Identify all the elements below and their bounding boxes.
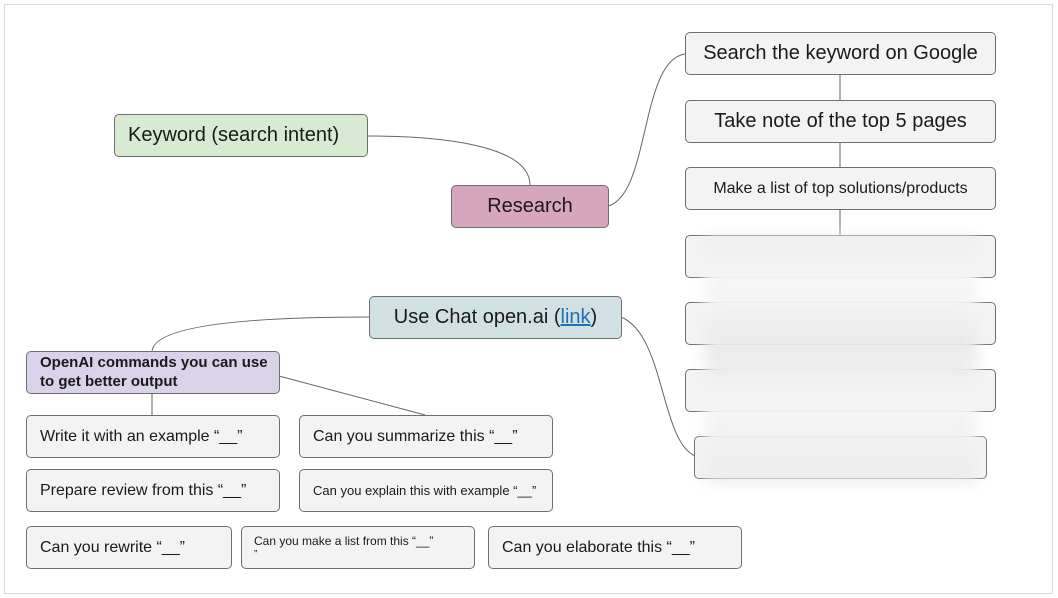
cmd-list-node[interactable]: Can you make a list from this “__” ” [241,526,475,569]
research-node[interactable]: Research [451,185,609,228]
keyword-label: Keyword (search intent) [128,124,340,146]
chat-openai-node[interactable]: Use Chat open.ai (link) [369,296,622,339]
keyword-node[interactable]: Keyword (search intent) [114,114,368,157]
blurred-redaction [704,236,978,482]
connector-commands-summarize [278,375,426,416]
cmd-list-label-overflow: ” [254,548,258,560]
commands-title-label: OpenAI commands you can use to get bette… [40,353,268,390]
cmd-list-label: Can you make a list from this “__” [254,534,434,549]
connector-keyword-research [367,135,531,186]
cmd-example-node[interactable]: Write it with an example “__” [26,415,280,458]
chat-prefix: Use Chat open.ai ( [393,306,561,328]
research-label: Research [487,195,573,217]
cmd-explain-label: Can you explain this with example “__” [313,483,537,498]
top-solutions-label: Make a list of top solutions/products [713,179,968,197]
search-google-label: Search the keyword on Google [703,42,978,64]
top-solutions-node[interactable]: Make a list of top solutions/products [685,167,996,210]
connector-chat-hidden [620,316,696,457]
cmd-example-label: Write it with an example “__” [40,427,243,445]
cmd-rewrite-label: Can you rewrite “__” [40,538,185,556]
top-pages-label: Take note of the top 5 pages [714,110,967,132]
top-pages-node[interactable]: Take note of the top 5 pages [685,100,996,143]
cmd-elaborate-node[interactable]: Can you elaborate this “__” [488,526,742,569]
cmd-review-node[interactable]: Prepare review from this “__” [26,469,280,512]
cmd-review-label: Prepare review from this “__” [40,481,247,499]
connector-research-google [607,53,686,207]
commands-title-node[interactable]: OpenAI commands you can use to get bette… [26,351,280,394]
chat-link[interactable]: link [560,306,591,328]
connector-chat-commands [151,316,370,352]
cmd-summarize-node[interactable]: Can you summarize this “__” [299,415,553,458]
cmd-elaborate-label: Can you elaborate this “__” [502,538,695,556]
cmd-rewrite-node[interactable]: Can you rewrite “__” [26,526,232,569]
search-google-node[interactable]: Search the keyword on Google [685,32,996,75]
chat-suffix: ) [590,306,598,328]
cmd-explain-node[interactable]: Can you explain this with example “__” [299,469,553,512]
cmd-summarize-label: Can you summarize this “__” [313,427,518,445]
